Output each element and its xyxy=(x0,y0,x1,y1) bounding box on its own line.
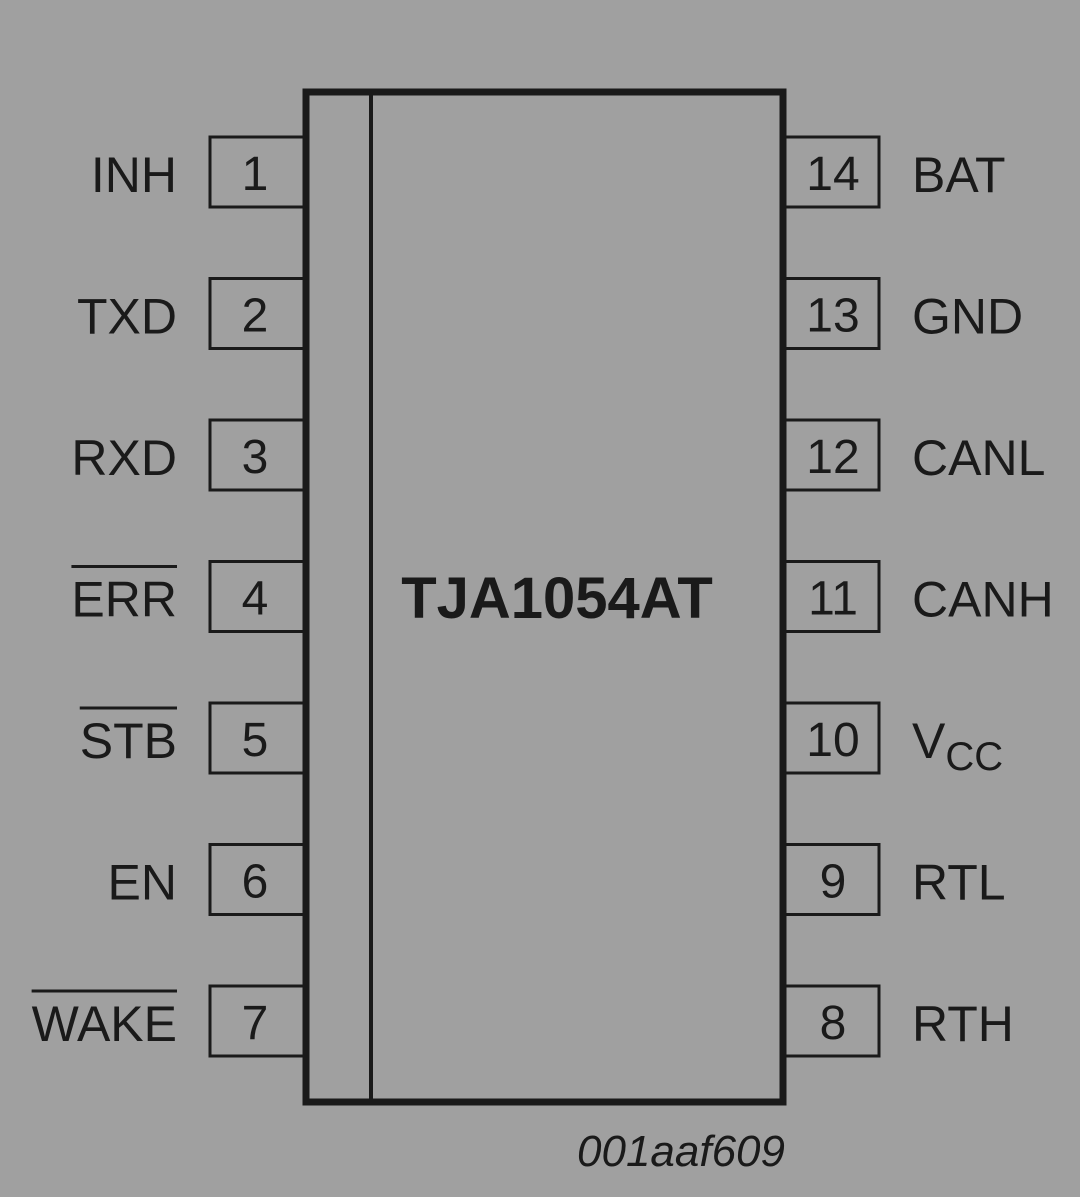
pin-label: VCC xyxy=(912,713,1003,779)
pin-box xyxy=(208,418,306,492)
pin-number: 11 xyxy=(808,573,858,626)
pin-label: CANL xyxy=(912,430,1045,486)
pin-8: 8 RTH xyxy=(783,984,1014,1058)
pin-label: ERR xyxy=(71,572,177,628)
pin-number: 12 xyxy=(806,431,859,484)
pin-box xyxy=(208,984,306,1058)
pin-number: 5 xyxy=(242,714,269,767)
pin-box xyxy=(783,843,881,916)
pin-9: 9 RTL xyxy=(783,843,1006,916)
pin-12: 12 CANL xyxy=(783,418,1045,492)
pin-box xyxy=(783,277,881,350)
pin-label: EN xyxy=(108,855,177,911)
pin-label: RXD xyxy=(71,430,177,486)
pin-box xyxy=(783,701,881,775)
pin-box xyxy=(783,135,881,209)
pin-box xyxy=(783,984,881,1058)
pin-number: 2 xyxy=(242,290,269,343)
pin-box xyxy=(208,701,306,775)
pin-label: TXD xyxy=(77,289,177,345)
pin-box xyxy=(208,560,306,633)
pin-label: STB xyxy=(80,713,177,769)
pin-label: CANH xyxy=(912,572,1054,628)
pin-label-subscript: CC xyxy=(945,735,1003,779)
figure-reference: 001aaf609 xyxy=(577,1127,785,1176)
pin-label: WAKE xyxy=(32,996,177,1052)
pin-label: RTL xyxy=(912,855,1006,911)
pin-4: 4 ERR xyxy=(71,560,306,633)
pin-label: RTH xyxy=(912,996,1014,1052)
pin-1: 1 INH xyxy=(91,135,306,209)
pin-11: 11 CANH xyxy=(783,560,1054,633)
pin-number: 6 xyxy=(242,856,269,909)
pin-box xyxy=(783,418,881,492)
pin-label: INH xyxy=(91,147,177,203)
chip-body xyxy=(302,88,787,1106)
pin-number: 8 xyxy=(820,997,847,1050)
pin-label: GND xyxy=(912,289,1023,345)
pin-3: 3 RXD xyxy=(71,418,306,492)
pin-6: 6 EN xyxy=(108,843,306,916)
pin-number: 10 xyxy=(806,714,859,767)
pin-13: 13 GND xyxy=(783,277,1023,350)
left-pin-group: 1 INH 2 TXD 3 RXD 4 ERR 5 STB 6 EN 7 WAKE xyxy=(31,135,306,1058)
pin-number: 9 xyxy=(820,856,847,909)
pin-box xyxy=(208,843,306,916)
right-pin-group: 14 BAT 13 GND 12 CANL 11 CANH 10 VCC 9 RTL 8 RTH xyxy=(783,135,1054,1058)
pin-number: 1 xyxy=(242,148,269,201)
pin-number: 13 xyxy=(806,290,859,343)
chip-name: TJA1054AT xyxy=(401,566,713,631)
pin-number: 14 xyxy=(806,148,859,201)
pin-number: 4 xyxy=(242,573,269,626)
pin-box xyxy=(208,277,306,350)
pin-10: 10 VCC xyxy=(783,701,1003,779)
pin-box xyxy=(783,560,881,633)
pin-label: BAT xyxy=(912,147,1006,203)
pin-14: 14 BAT xyxy=(783,135,1006,209)
pin-7: 7 WAKE xyxy=(31,984,306,1058)
pin-box xyxy=(208,135,306,209)
pin-5: 5 STB xyxy=(79,701,306,775)
pin-number: 7 xyxy=(242,997,269,1050)
pin-2: 2 TXD xyxy=(77,277,306,350)
pin-number: 3 xyxy=(242,431,269,484)
